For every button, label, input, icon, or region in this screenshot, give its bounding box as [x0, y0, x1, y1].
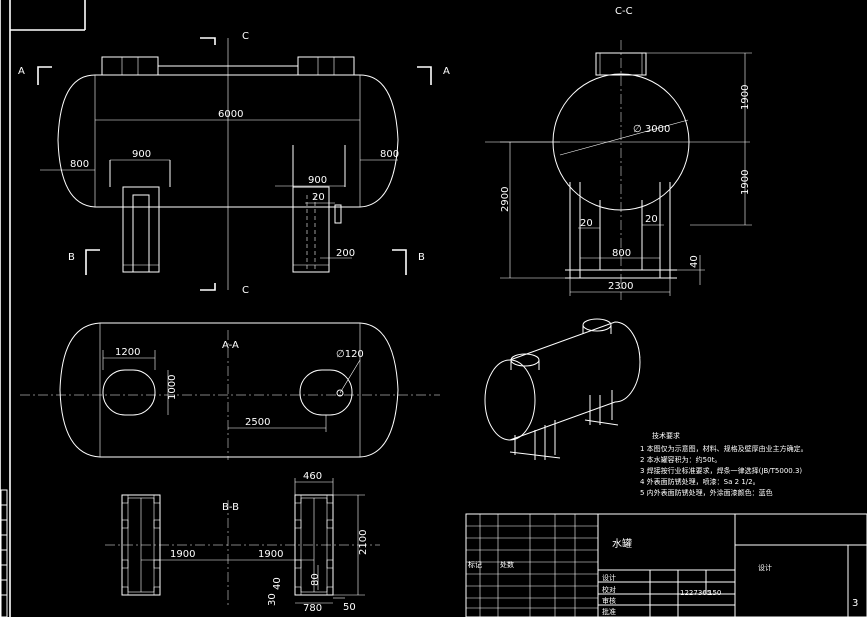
bb-section-view: B-B 460 1900 1900: [105, 471, 380, 614]
notes-header: 技术要求: [652, 431, 680, 440]
dim-lower-height: 1900: [740, 170, 751, 195]
isometric-view: [484, 318, 641, 460]
aa-section-view: A-A 1200 1000 ∅120 2500: [20, 322, 440, 460]
section-c-top-label: C: [242, 31, 249, 42]
dim-aa-1200: 1200: [115, 347, 140, 358]
dim-upper-height: 1900: [740, 85, 751, 110]
section-b-left-label: B: [68, 252, 75, 263]
dim-aa-1000: 1000: [167, 375, 178, 400]
dim-cc-2900: 2900: [500, 187, 511, 212]
dim-bb-460: 460: [303, 471, 322, 482]
dim-cc-2300: 2300: [608, 281, 633, 292]
cc-section-view: C-C ∅ 3000 1900 1900 20 20 800 2300: [485, 6, 752, 300]
dim-small-20: 20: [312, 192, 325, 203]
dim-bb-1900-right: 1900: [258, 549, 283, 560]
technical-notes: 技术要求 1 本图仅为示意图，材料、规格及壁厚由业主方确定。 2 本水罐容积为：…: [640, 431, 808, 497]
dim-bb-40: 40: [272, 577, 283, 590]
drawing-frame: [0, 0, 86, 617]
row-label-3: 审核: [602, 596, 616, 605]
dim-cc-800: 800: [612, 248, 631, 259]
dim-cc-40: 40: [689, 255, 700, 268]
dim-cc-20-right: 20: [645, 214, 658, 225]
mark-b: 处数: [500, 560, 514, 569]
aa-view-title: A-A: [222, 340, 239, 351]
dim-bb-2100: 2100: [358, 530, 369, 555]
dim-diameter: ∅ 3000: [633, 124, 670, 135]
dim-overall-length: 6000: [218, 109, 243, 120]
bb-view-title: B-B: [222, 502, 239, 513]
note-4: 4 外表面防锈处理，喷漆：Sa 2 1/2。: [640, 477, 760, 486]
note-1: 1 本图仅为示意图，材料、规格及壁厚由业主方确定。: [640, 444, 808, 453]
weight-value: 150: [708, 589, 721, 597]
dim-bb-50: 50: [343, 602, 356, 613]
dim-bb-1900-left: 1900: [170, 549, 195, 560]
title-block: 水罐 设计 3 1227365 150 标记 处数 设计 校对 审核 批准: [465, 513, 867, 617]
row-label-2: 校对: [602, 585, 616, 594]
dim-left-head: 800: [70, 159, 89, 170]
dim-aa-2500: 2500: [245, 417, 270, 428]
dim-base-200: 200: [336, 248, 355, 259]
note-3: 3 焊接按行业标准要求，焊条一律选择(JB/T5000.3): [640, 466, 802, 475]
section-c-bottom-label: C: [242, 285, 249, 296]
sheet-number: 3: [852, 598, 858, 609]
cc-view-title: C-C: [615, 6, 633, 17]
section-a-right-label: A: [443, 66, 450, 77]
dim-aa-120: ∅120: [336, 349, 364, 360]
note-2: 2 本水罐容积为：约50t。: [640, 455, 721, 464]
mark-a: 标记: [468, 560, 482, 569]
dim-left-saddle: 900: [132, 149, 151, 160]
dim-right-saddle: 900: [308, 175, 327, 186]
dim-cc-20-left: 20: [580, 218, 593, 229]
dim-bb-30: 30: [267, 593, 278, 606]
row-label-1: 设计: [602, 573, 616, 582]
section-a-left-label: A: [18, 66, 25, 77]
section-b-right-label: B: [418, 252, 425, 263]
note-5: 5 内外表面防锈处理，外涂面漆颜色：蓝色: [640, 488, 773, 497]
row-label-4: 批准: [602, 607, 616, 616]
drawing-name: 水罐: [612, 537, 632, 550]
dim-right-head: 800: [380, 149, 399, 160]
scale-code: 1227365: [680, 589, 711, 597]
dim-bb-780: 780: [303, 603, 322, 614]
company-label: 设计: [758, 563, 772, 572]
dim-bb-80: 80: [310, 573, 321, 586]
front-view: C C A A B B 6000 800 800: [18, 31, 450, 296]
